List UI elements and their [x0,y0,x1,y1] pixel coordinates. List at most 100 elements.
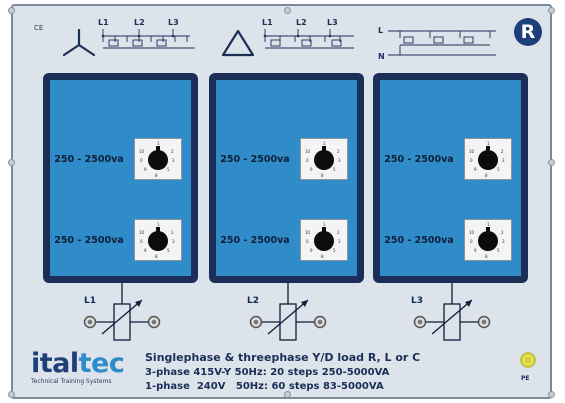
svg-text:10: 10 [305,230,311,235]
svg-text:0: 0 [306,158,309,163]
svg-text:1: 1 [323,141,326,146]
svg-text:10: 10 [139,149,145,154]
screw [8,391,15,398]
svg-text:1: 1 [487,222,490,227]
rotary-switch-icon: 10 09 8 53 2 1 [305,141,341,178]
pe-label: PE [521,375,530,382]
svg-text:5: 5 [497,248,500,253]
module-label-l1: L1 [84,296,96,306]
delta-label-l2: L2 [296,18,307,27]
pe-terminal-icon[interactable] [518,350,538,370]
svg-text:0: 0 [140,239,143,244]
svg-text:8: 8 [485,173,488,178]
star-symbol-icon [62,28,96,57]
upper-range-label: 250 - 2500va [384,154,454,165]
svg-text:9: 9 [310,248,313,253]
svg-text:9: 9 [474,167,477,172]
svg-text:0: 0 [306,239,309,244]
brand-tagline: Technical Training Systems [31,378,112,385]
star-label-l1: L1 [98,18,109,27]
lower-range-label: 250 - 2500va [384,235,454,246]
delta-label-l3: L3 [327,18,338,27]
svg-text:9: 9 [144,167,147,172]
svg-text:8: 8 [485,254,488,259]
svg-text:3: 3 [172,158,175,163]
screw [548,159,555,166]
screw [8,7,15,14]
r-badge: R [514,18,542,46]
svg-text:0: 0 [140,158,143,163]
svg-text:8: 8 [321,173,324,178]
svg-text:1: 1 [157,141,160,146]
svg-text:10: 10 [469,230,475,235]
svg-text:10: 10 [305,149,311,154]
svg-text:8: 8 [155,173,158,178]
svg-text:5: 5 [333,248,336,253]
screw [548,391,555,398]
svg-text:2: 2 [171,149,174,154]
svg-text:5: 5 [167,248,170,253]
svg-text:9: 9 [310,167,313,172]
upper-range-label: 250 - 2500va [220,154,290,165]
delta-wiring-diagram [263,29,354,49]
variable-load-symbol-l3 [413,282,491,341]
svg-text:1: 1 [323,222,326,227]
module-label-l2: L2 [247,296,259,306]
lower-range-label: 250 - 2500va [54,235,124,246]
single-label-l: L [378,26,384,35]
svg-text:10: 10 [139,230,145,235]
module-label-l3: L3 [411,296,423,306]
svg-text:8: 8 [155,254,158,259]
svg-text:9: 9 [144,248,147,253]
svg-text:2: 2 [337,149,340,154]
svg-text:3: 3 [338,158,341,163]
screw [284,7,291,14]
svg-text:0: 0 [470,239,473,244]
spec-line-3phase: 3-phase 415V-Y 50Hz: 20 steps 250-5000VA [145,367,390,378]
brand-name-part1: ital [31,348,79,379]
svg-text:3: 3 [502,239,505,244]
brand-name-part2: tec [78,348,125,379]
lower-range-label: 250 - 2500va [220,235,290,246]
panel-title: Singlephase & threephase Y/D load R, L o… [145,351,421,364]
upper-range-label: 250 - 2500va [54,154,124,165]
svg-text:3: 3 [172,239,175,244]
svg-text:2: 2 [171,230,174,235]
svg-text:2: 2 [501,149,504,154]
svg-text:5: 5 [333,167,336,172]
screw [548,7,555,14]
delta-label-l1: L1 [262,18,273,27]
single-label-n: N [378,52,385,61]
svg-text:8: 8 [321,254,324,259]
svg-text:0: 0 [470,158,473,163]
svg-text:1: 1 [487,141,490,146]
variable-load-symbol-l2 [249,282,327,341]
svg-text:5: 5 [497,167,500,172]
brand-logo: italtec [31,348,125,379]
delta-symbol-icon [221,29,255,57]
star-label-l2: L2 [134,18,145,27]
svg-text:3: 3 [338,239,341,244]
star-label-l3: L3 [168,18,179,27]
svg-text:9: 9 [474,248,477,253]
star-wiring-diagram [101,29,195,49]
svg-text:2: 2 [501,230,504,235]
screw [284,391,291,398]
ce-mark: CE [34,24,44,32]
svg-text:10: 10 [469,149,475,154]
